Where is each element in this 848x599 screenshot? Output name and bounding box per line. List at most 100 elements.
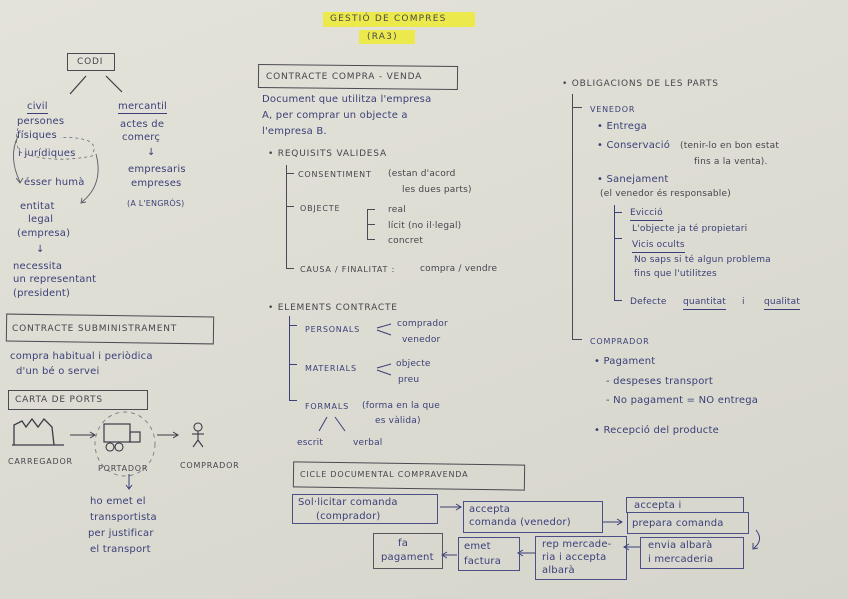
tree-branch (286, 173, 294, 175)
comprador-oblig-label: COMPRADOR (590, 337, 650, 346)
requisits-tree-line (286, 165, 288, 269)
arrow-right (70, 431, 96, 439)
obligacions-tree-line (572, 94, 574, 339)
civil-item: (empresa) (17, 228, 71, 239)
down-arrow: ↓ (36, 244, 45, 255)
step-sollicitar (292, 494, 438, 524)
page-title: GESTIÓ DE COMPRES (330, 14, 447, 24)
step-text: Sol·licitar comanda (298, 497, 398, 508)
carta-ports-note: per justificar (88, 528, 154, 539)
tree-branch (367, 209, 375, 211)
civil-label: civil (27, 101, 48, 114)
portador-label: PORTADOR (98, 464, 149, 473)
consentiment-label: CONSENTIMENT (298, 170, 372, 179)
no-pagament-item: - No pagament = NO entrega (606, 395, 759, 406)
fork-lines (376, 323, 392, 336)
compravenda-description: A, per comprar un objecte a (262, 110, 408, 121)
step-prepara (627, 512, 749, 534)
civil-item: i jurídiques (18, 148, 76, 159)
down-arrow (125, 474, 133, 490)
mercantil-item: (A L'ENGRÒS) (127, 199, 185, 208)
requisits-heading: • REQUISITS VALIDESA (268, 149, 387, 159)
civil-item: un representant (13, 274, 97, 285)
page-subtitle: (RA3) (367, 32, 398, 42)
fork-lines (376, 363, 392, 376)
personals-item: venedor (402, 335, 441, 345)
vicis-text: fins que l'utilitzes (634, 269, 717, 279)
civil-item: físiques (17, 130, 57, 141)
codi-heading: CODI (77, 57, 104, 67)
formals-note: (forma en la que (362, 401, 441, 411)
sanejament-note: (el venedor és responsable) (600, 189, 731, 199)
subministrament-text: d'un bé o servei (16, 366, 100, 377)
arrow-right (440, 503, 462, 511)
fork-lines-down (318, 416, 346, 432)
tree-branch (614, 238, 622, 240)
mercantil-label: mercantil (118, 101, 168, 114)
step-accepta (463, 501, 603, 533)
vicis-text: No saps si té algun problema (634, 255, 771, 265)
step-fa-pagament (373, 533, 443, 569)
step-text: prepara comanda (632, 518, 724, 529)
personals-item: comprador (397, 319, 448, 329)
carta-ports-note: ho emet el (90, 496, 146, 507)
tree-branch (286, 206, 294, 208)
mercantil-item: empresaris (128, 164, 186, 175)
civil-item: legal (28, 214, 54, 225)
civil-item: entitat (20, 201, 55, 212)
tree-branch (614, 212, 622, 214)
carta-ports-note: el transport (90, 544, 151, 555)
curved-arrow-down (752, 529, 760, 550)
personals-label: PERSONALS (305, 325, 361, 334)
subministrament-text: compra habitual i periòdica (10, 351, 153, 362)
tree-branch (286, 268, 294, 270)
conservacio-note: (tenir-lo en bon estat (680, 141, 780, 151)
step-text: rep mercade- (542, 539, 612, 550)
curved-arrow-to-entitat (80, 153, 99, 204)
subministrament-heading: CONTRACTE SUBMINISTRAMENT (12, 324, 178, 334)
eviccio-text: L'objecte ja té propietari (632, 224, 748, 234)
title-highlight-1 (323, 12, 475, 27)
quantitat-text: quantitat (683, 296, 727, 310)
tree-branch (614, 300, 622, 302)
mercantil-item: empreses (131, 178, 182, 189)
step-text: albarà (542, 565, 575, 576)
materials-label: MATERIALS (305, 364, 357, 373)
objecte-label: OBJECTE (300, 204, 341, 213)
truck-icon (94, 411, 156, 477)
formals-label: FORMALS (305, 402, 349, 411)
tree-branch (572, 339, 582, 341)
causa-label: CAUSA / FINALITAT : (300, 265, 396, 274)
materials-item: objecte (396, 359, 431, 369)
person-icon (192, 422, 204, 448)
causa-value: compra / vendre (420, 264, 498, 274)
recepcio-item: • Recepció del producte (594, 425, 719, 436)
compravenda-description: Document que utilitza l'empresa (262, 94, 432, 105)
despeses-item: - despeses transport (606, 376, 713, 387)
pagament-item: • Pagament (594, 356, 656, 367)
step-text: pagament (381, 552, 434, 563)
entrega-item: • Entrega (597, 121, 647, 132)
step-text: accepta i (634, 500, 682, 511)
vicis-label: Vicis ocults (632, 239, 685, 253)
mercantil-item: actes de (120, 119, 165, 130)
dashed-group-outline (16, 127, 95, 160)
sanejament-tree-line (614, 205, 616, 300)
step-text: ria i accepta (542, 552, 607, 563)
materials-item: preu (398, 375, 420, 385)
i-text: i (742, 297, 745, 307)
tree-branch (367, 239, 375, 241)
consentiment-note: (estan d'acord (388, 169, 456, 179)
civil-item: ésser humà (24, 177, 85, 188)
venedor-label: VENEDOR (590, 105, 636, 114)
elements-tree-line (289, 316, 291, 400)
tree-branch (289, 400, 297, 402)
civil-item: necessita (13, 261, 63, 272)
codi-box (67, 53, 115, 71)
defecte-label: Defecte (630, 297, 667, 307)
carta-ports-box (8, 390, 148, 410)
formals-item: escrit (297, 438, 324, 448)
arrow-left (623, 543, 641, 551)
arrow-left (517, 549, 535, 557)
